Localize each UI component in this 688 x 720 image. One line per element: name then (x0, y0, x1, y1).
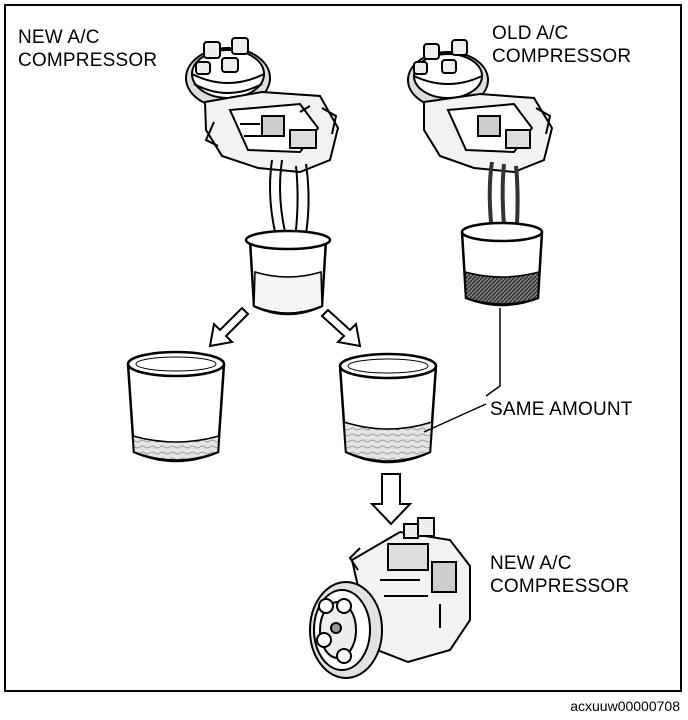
beaker-same-amount (338, 352, 438, 464)
label-new-compressor-bottom: NEW A/C COMPRESSOR (490, 552, 629, 598)
label-old-compressor: OLD A/C COMPRESSOR (492, 22, 631, 68)
new-compressor-bottom (309, 517, 471, 679)
label-new-compressor-top: NEW A/C COMPRESSOR (18, 26, 157, 72)
label-line: NEW A/C (490, 553, 572, 574)
figure-code: acxuuw00000708 (570, 698, 680, 714)
label-line: SAME AMOUNT (490, 399, 633, 420)
split-arrow-left (208, 306, 250, 348)
split-arrow-right (320, 308, 362, 348)
label-same-amount: SAME AMOUNT (490, 398, 633, 421)
down-arrow (369, 473, 413, 526)
label-line: COMPRESSOR (492, 46, 632, 67)
label-line: NEW A/C (18, 27, 100, 48)
beaker-excess-oil (126, 350, 226, 463)
old-compressor (407, 39, 554, 263)
beaker-old-oil (460, 221, 544, 307)
label-line: OLD A/C (492, 23, 569, 44)
figure-frame (4, 4, 682, 692)
beaker-new-oil (244, 229, 332, 316)
new-compressor-top (185, 37, 340, 247)
label-line: COMPRESSOR (490, 576, 630, 597)
label-line: COMPRESSOR (18, 50, 158, 71)
same-amount-leader (423, 308, 501, 433)
